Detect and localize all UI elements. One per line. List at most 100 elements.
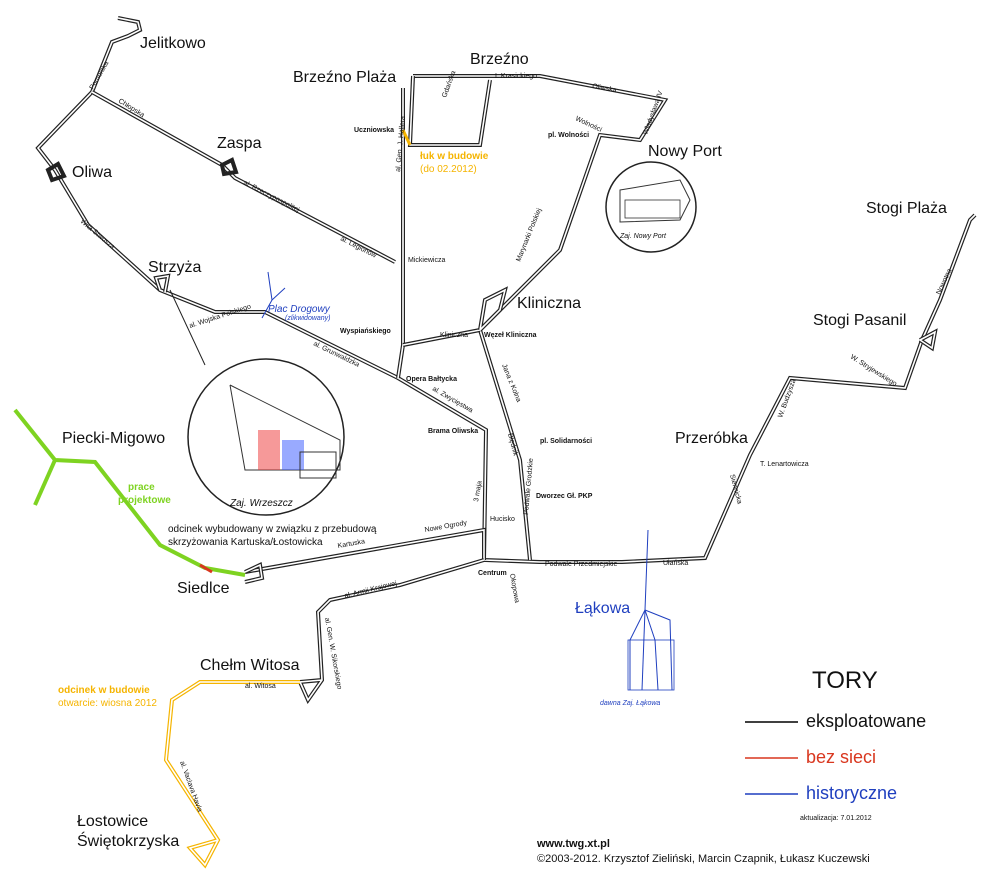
district-stogi-plaza: Stogi Plaża (866, 200, 947, 217)
street-legionow: al. Legionów (339, 236, 378, 261)
stop-wezel-kliniczna: Węzeł Kliniczna (484, 332, 537, 339)
district-brzezno: Brzeźno (470, 51, 529, 68)
district-lostowice: Łostowice (77, 813, 148, 830)
brzezno-arc-construction (401, 129, 412, 146)
stop-centrum: Centrum (478, 570, 507, 577)
street-blednik: Błędnik (506, 433, 519, 457)
design-track (13, 408, 246, 577)
footer-url[interactable]: www.twg.xt.pl (536, 838, 610, 850)
district-swietokrzyska: Świętokrzyska (77, 831, 179, 850)
legend-operational: eksploatowane (806, 711, 926, 731)
street-jana-z-kolna: Jana z Kolna (500, 363, 522, 403)
prace-label: prace (128, 482, 155, 493)
district-zaspa: Zaspa (217, 135, 262, 152)
depot-inset-wrzeszcz: Zaj. Wrzeszcz (169, 289, 345, 516)
district-piecki-migowo: Piecki-Migowo (62, 430, 165, 447)
legend-no-power: bez sieci (806, 747, 876, 767)
construction-tracks (163, 129, 412, 869)
street-hallera: al. Gen. J. Hallera (395, 116, 407, 173)
kliniczna-loop-inner (479, 288, 507, 331)
brzezno-loop-inner (409, 75, 491, 146)
stogi-pasanil-loop-inner (919, 330, 937, 350)
district-przerobka: Przeróbka (675, 430, 748, 447)
district-nowy-port: Nowy Port (648, 143, 722, 160)
stop-pl-wolnosci: pl. Wolności (548, 132, 589, 139)
street-witosa: al. Witosa (245, 683, 276, 690)
street-pomorska: Pomorska (89, 60, 111, 91)
depot-wrzeszcz-label: Zaj. Wrzeszcz (229, 498, 293, 509)
depot-inset-nowy-port: Zaj. Nowy Port (605, 161, 697, 253)
plac-drogowy-branch (271, 287, 286, 301)
street-3-maja: 3 maja (473, 480, 484, 502)
street-oliwska: Oliwska (592, 83, 617, 94)
oliwa-loop (45, 161, 67, 183)
budowa-note-date: otwarcie: wiosna 2012 (58, 698, 157, 709)
stop-brama-oliwska: Brama Oliwska (428, 428, 478, 435)
district-labels: Jelitkowo Brzeźno Plaża Brzeźno Zaspa Ol… (62, 35, 947, 850)
street-nowe-ogrody: Nowe Ogrody (424, 520, 468, 534)
district-oliwa: Oliwa (72, 164, 112, 181)
street-rzeczypospolitej: al. Rzeczypospolitej (242, 180, 301, 215)
stop-opera-baltycka: Opera Bałtycka (406, 376, 457, 383)
legend: TORY eksploatowane bez sieci historyczne… (745, 667, 926, 822)
district-chelm-witosa: Chełm Witosa (200, 657, 300, 674)
district-jelitkowo: Jelitkowo (140, 35, 206, 52)
kartuska-track-inner (244, 529, 485, 573)
legend-title: TORY (812, 667, 878, 694)
kartuska-note-1: odcinek wybudowany w związku z przebudow… (168, 524, 377, 535)
projektowe-label: projektowe (118, 495, 171, 506)
stop-wyspianskiego: Wyspiańskiego (340, 328, 391, 335)
no-power-segment (199, 563, 213, 574)
stop-hucisko: Hucisko (490, 516, 515, 523)
district-strzyza: Strzyża (148, 259, 201, 276)
plac-drogowy-label: Plac Drogowy (268, 304, 331, 315)
inset-pointer-line (169, 289, 206, 366)
strzyza-loop-inner (154, 275, 169, 293)
lakowa-depot-label: dawna Zaj. Łąkowa (600, 700, 660, 707)
street-kartuska: Kartuska (337, 538, 366, 550)
luk-note-date: (do 02.2012) (420, 164, 477, 175)
footer: www.twg.xt.pl ©2003-2012. Krzysztof Ziel… (536, 838, 870, 865)
siedlce-loop-inner (244, 563, 263, 583)
lakowa-track-3 (644, 609, 673, 691)
street-wita-stwosza: Wita Stwosza (79, 218, 116, 251)
street-podwale-przedmiejskie: Podwale Przedmiejskie (545, 561, 617, 568)
chelm-track-inner (298, 559, 485, 702)
operational-tracks (35, 16, 977, 705)
street-lenartowicza: T. Lenartowicza (760, 461, 809, 468)
stop-dworzec: Dworzec Gł. PKP (536, 493, 593, 500)
stop-mickiewicza: Mickiewicza (408, 257, 445, 264)
street-podwale-grodzkie: Podwale Grodzkie (523, 458, 535, 515)
stop-labels: Uczniowska pl. Wolności Mickiewicza Wysp… (340, 127, 593, 577)
budowa-note-title: odcinek w budowie (58, 685, 150, 696)
map-notes: Plac Drogowy (zlikwidowany) łuk w budowi… (58, 151, 660, 709)
plac-drogowy-sub: (zlikwidowany) (285, 315, 331, 322)
street-ulanska: Ułańska (663, 560, 688, 567)
district-kliniczna: Kliniczna (517, 295, 581, 312)
legend-updated: aktualizacja: 7.01.2012 (800, 815, 872, 822)
zaspa-loop (219, 157, 239, 177)
street-okopowa: Okopowa (508, 573, 520, 603)
depot-nowy-port-label: Zaj. Nowy Port (619, 233, 667, 240)
lakowa-depot-yard (627, 639, 675, 691)
kliniczna-link-inner (402, 329, 481, 346)
street-sikorskiego: al. Gen. W. Sikorskiego (323, 617, 343, 690)
district-lakowa: Łąkowa (575, 600, 630, 617)
street-krasickiego: I. Krasickiego (495, 73, 537, 80)
design-track-branch (33, 459, 57, 506)
stop-uczniowska: Uczniowska (354, 127, 394, 134)
lakowa-track-2 (644, 609, 659, 691)
lakowa-track-4 (641, 609, 646, 691)
street-armii-krajowej: al. Armii Krajowej (344, 580, 398, 600)
nowy-port-track-inner (413, 75, 667, 561)
legend-historic: historyczne (806, 783, 897, 803)
kartuska-note-2: skrzyżowania Kartuska/Łostowicka (168, 537, 323, 548)
district-siedlce: Siedlce (177, 580, 230, 597)
stop-pl-solidarnosci: pl. Solidarności (540, 438, 592, 445)
district-brzezno-plaza: Brzeźno Plaża (293, 69, 396, 86)
footer-copyright: ©2003-2012. Krzysztof Zieliński, Marcin … (537, 853, 870, 865)
street-marynarki: Marynarki Polskiej (515, 207, 543, 263)
district-stogi-pasanil: Stogi Pasanil (813, 312, 906, 329)
street-kliniczna: Kliniczna (440, 332, 468, 339)
